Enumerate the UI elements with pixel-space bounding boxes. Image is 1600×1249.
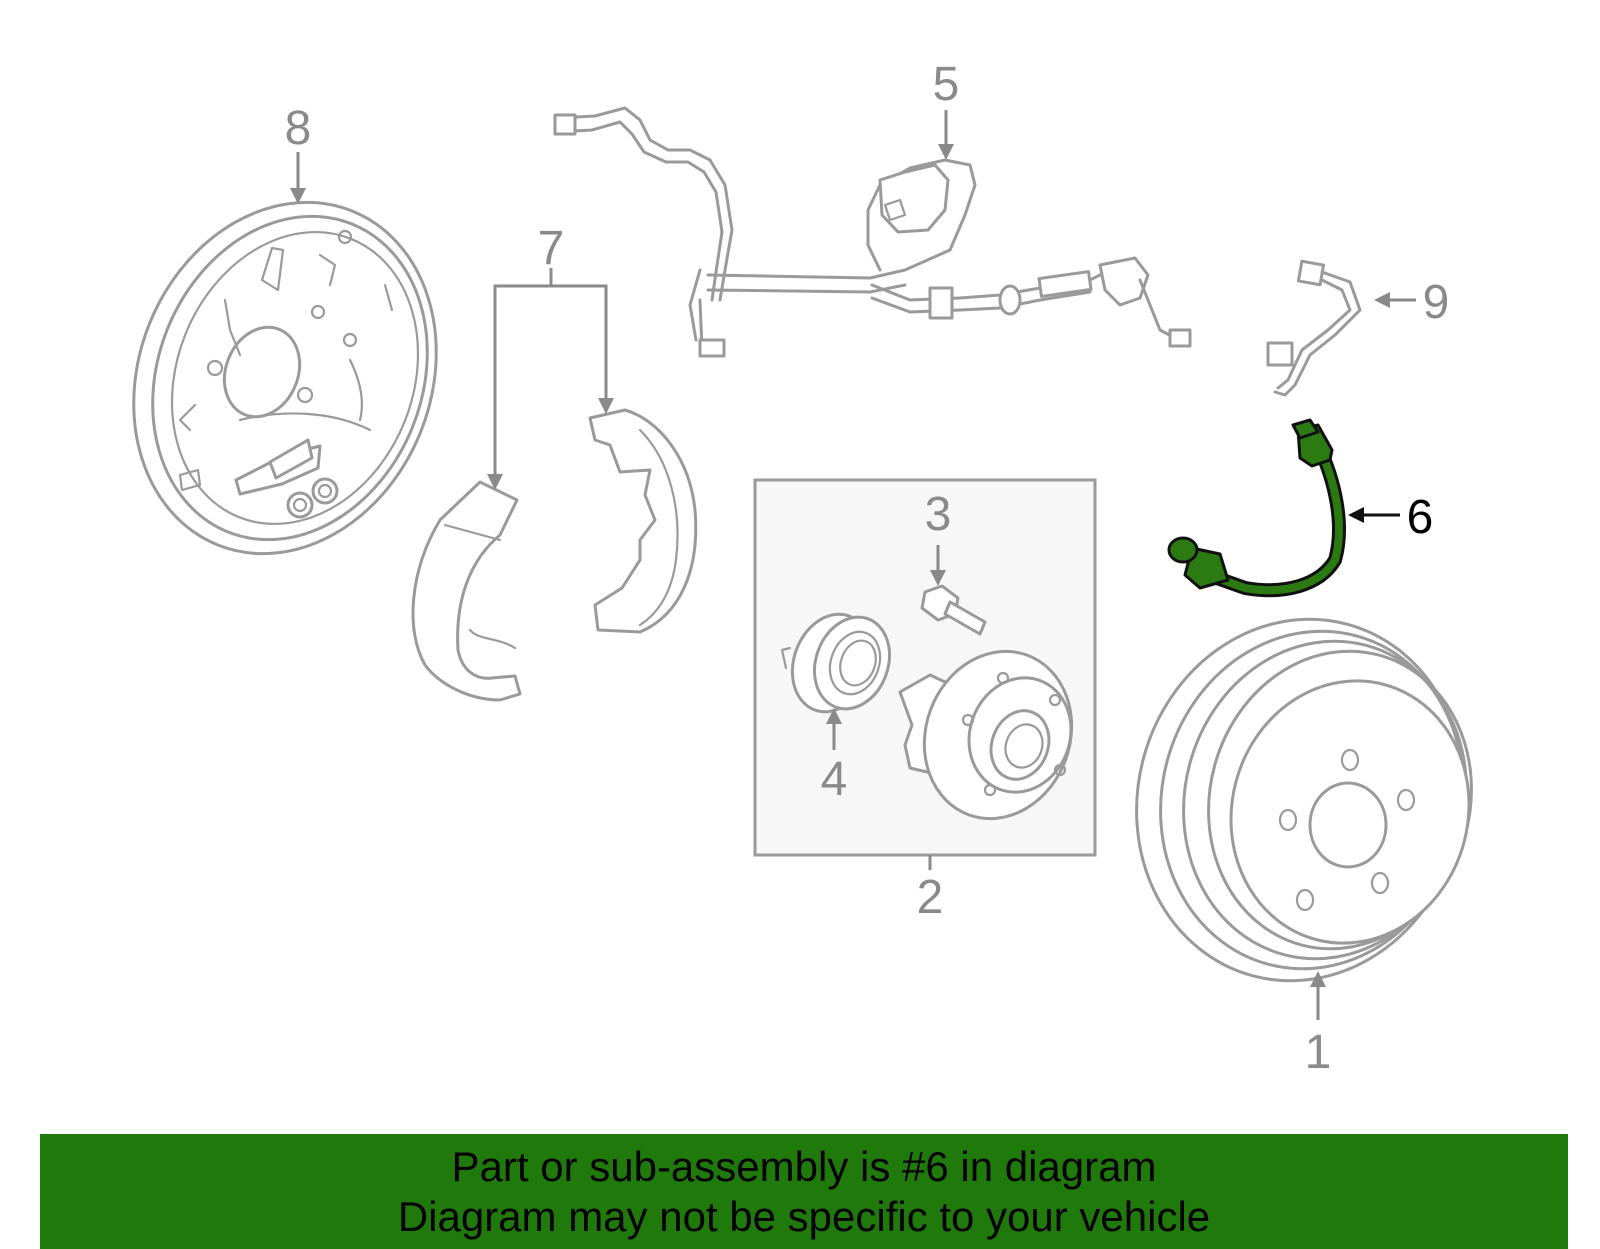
part-9-wire-harness[interactable] xyxy=(1266,259,1362,397)
callout-2: 2 xyxy=(917,871,944,924)
callout-1: 1 xyxy=(1305,1026,1332,1079)
callout-8: 8 xyxy=(285,102,312,155)
part-1-brake-drum[interactable] xyxy=(1096,582,1504,1017)
part-5-speed-sensor-harness[interactable] xyxy=(553,106,1192,358)
leader-lines xyxy=(290,110,1416,1020)
callout-5: 5 xyxy=(933,58,960,111)
banner-line-1: Part or sub-assembly is #6 in diagram xyxy=(451,1142,1157,1190)
part-7-brake-shoes[interactable] xyxy=(411,408,698,702)
part-8-backing-plate[interactable] xyxy=(82,156,488,599)
part-4-bearing[interactable] xyxy=(779,603,902,723)
banner-line-2: Diagram may not be specific to your vehi… xyxy=(397,1192,1211,1240)
callout-4: 4 xyxy=(821,753,848,806)
info-banner: Part or sub-assembly is #6 in diagram Di… xyxy=(40,1134,1568,1249)
callout-7: 7 xyxy=(538,222,565,275)
part-6-brake-hose[interactable] xyxy=(1167,418,1346,598)
part-2-hub-assembly[interactable] xyxy=(898,631,1095,840)
callout-9: 9 xyxy=(1423,276,1450,329)
part-3-hub-bolt[interactable] xyxy=(920,584,987,636)
callout-3: 3 xyxy=(925,488,952,541)
callout-6: 6 xyxy=(1407,491,1434,544)
